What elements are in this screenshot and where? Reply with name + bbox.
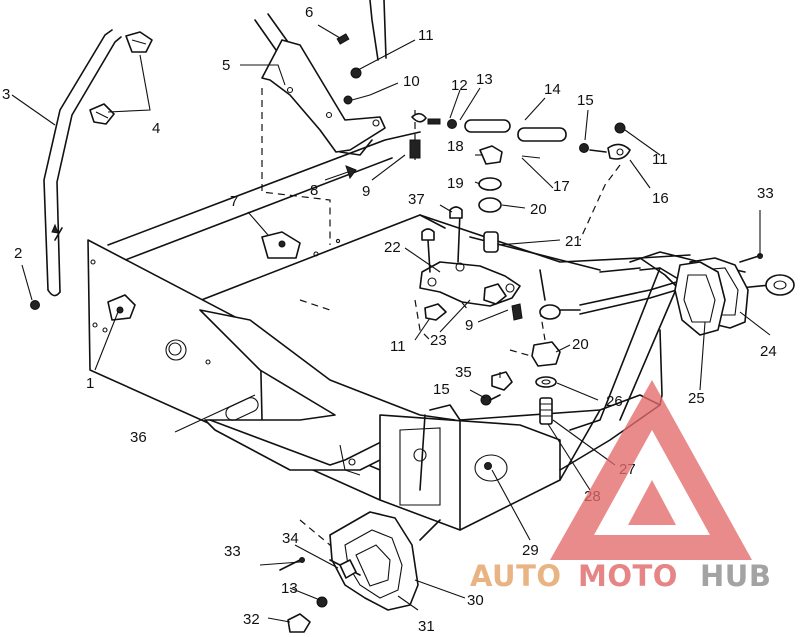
nut-2	[30, 300, 40, 310]
lower-bushing-stack	[480, 341, 561, 425]
steering-post	[43, 29, 122, 297]
bolt-1	[107, 294, 136, 321]
callout-2: 2	[14, 245, 22, 262]
lower-box-frame	[339, 394, 661, 541]
callout-4: 4	[152, 120, 160, 137]
watermark-hub: HUB	[700, 559, 771, 593]
callout-13-top: 13	[476, 71, 493, 88]
callouts: 3 4 2 1 5 6 7 8 9 10 11 12 13 14 15 11 1…	[2, 4, 777, 635]
bushing-stack	[478, 145, 541, 253]
watermark-triangle	[550, 380, 752, 560]
callout-24: 24	[760, 343, 777, 360]
bushing-4	[89, 31, 153, 125]
gasket-24-25	[674, 253, 763, 336]
watermark-logo: AUTO MOTO HUB	[470, 380, 771, 593]
callout-9-top: 9	[362, 183, 370, 200]
callout-18: 18	[447, 138, 464, 155]
callout-29: 29	[522, 542, 539, 559]
callout-14: 14	[544, 81, 561, 98]
tie-rod	[464, 119, 631, 160]
pitman-plate	[419, 206, 523, 321]
callout-34: 34	[282, 530, 299, 547]
callout-19: 19	[447, 175, 464, 192]
watermark-auto: AUTO	[470, 559, 562, 593]
callout-9-mid: 9	[465, 317, 473, 334]
callout-20-low: 20	[572, 336, 589, 353]
callout-15-top: 15	[577, 92, 594, 109]
callout-12: 12	[451, 77, 468, 94]
callout-20-top: 20	[530, 201, 547, 218]
lower-cover-assembly	[279, 511, 419, 633]
callout-3: 3	[2, 86, 10, 103]
callout-11-top: 11	[418, 27, 434, 44]
clip-7	[261, 231, 341, 259]
callout-16: 16	[652, 190, 669, 207]
callout-30: 30	[467, 592, 484, 609]
callout-11-right: 11	[652, 151, 668, 168]
upper-steering-bracket	[254, 0, 387, 156]
callout-6: 6	[305, 4, 313, 21]
callout-35: 35	[455, 364, 472, 381]
callout-25: 25	[688, 390, 705, 407]
callout-1: 1	[86, 375, 94, 392]
callout-37: 37	[408, 191, 425, 208]
callout-21: 21	[565, 233, 582, 250]
callout-31: 31	[418, 618, 435, 635]
callout-5: 5	[222, 57, 230, 74]
callout-17: 17	[553, 178, 570, 195]
callout-36: 36	[130, 429, 147, 446]
callout-33-left: 33	[224, 543, 241, 560]
callout-26: 26	[606, 393, 623, 410]
callout-10: 10	[403, 73, 420, 90]
leader-lines	[11, 24, 771, 623]
callout-22: 22	[384, 239, 401, 256]
callout-33-right: 33	[757, 185, 774, 202]
drag-link	[539, 274, 795, 320]
watermark-moto: MOTO	[578, 559, 678, 593]
callout-8: 8	[310, 182, 318, 199]
callout-7: 7	[230, 193, 238, 210]
frame-structure	[107, 131, 746, 431]
callout-13-low: 13	[281, 580, 298, 597]
callout-11-left: 11	[390, 338, 406, 355]
callout-23: 23	[430, 332, 447, 349]
callout-15-low: 15	[433, 381, 450, 398]
callout-32: 32	[243, 611, 260, 628]
